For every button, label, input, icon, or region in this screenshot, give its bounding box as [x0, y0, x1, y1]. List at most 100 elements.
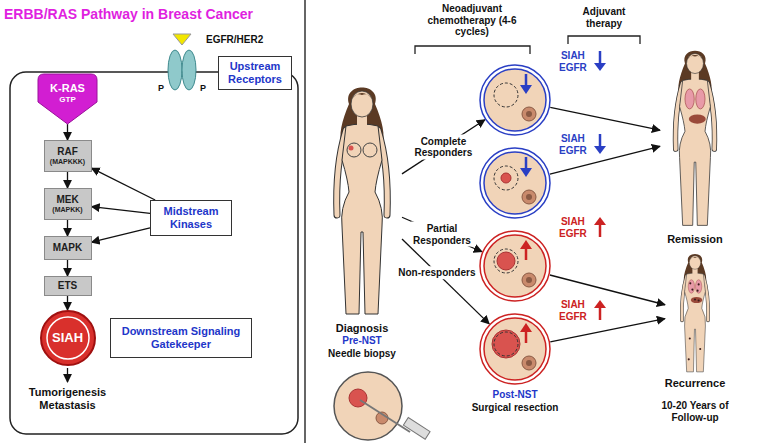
breast-section-shape	[479, 313, 551, 385]
node-text: MAPK	[53, 242, 82, 254]
nipple	[526, 360, 532, 366]
nipple	[522, 273, 536, 287]
body	[342, 124, 383, 314]
nipple	[522, 190, 536, 204]
breast-section: SIAH EGFR	[479, 230, 551, 302]
nipple	[526, 277, 532, 283]
node-text: (MAPKK)	[52, 206, 82, 214]
lung	[696, 280, 702, 294]
phase-label: Neoadjuvant chemotherapy (4-6 cycles)	[427, 3, 517, 38]
patient-figure-shape	[660, 45, 730, 230]
callout-box: Downstream Signaling Gatekeeper	[110, 318, 252, 358]
trend-arrow	[594, 146, 606, 154]
connector-arrow	[402, 120, 485, 174]
output-arrow	[67, 368, 68, 382]
nipple	[522, 356, 536, 370]
metastasis	[698, 299, 700, 301]
tumor	[349, 389, 367, 407]
body	[679, 79, 710, 225]
kras-protein: K-RASGTP	[38, 74, 97, 124]
metastasis	[698, 283, 700, 285]
metastasis	[688, 358, 690, 360]
connector-arrow	[550, 319, 665, 342]
node-text: Pre-NST	[342, 335, 381, 347]
node-text: Upstream Receptors	[222, 60, 288, 85]
node-text: GTP	[59, 95, 75, 104]
connector-arrow	[67, 172, 68, 188]
node-text: ETS	[58, 280, 77, 292]
phase-bracket	[415, 46, 530, 54]
metastasis	[689, 282, 691, 284]
connector-arrow	[402, 239, 489, 324]
lung	[685, 89, 694, 109]
nipple	[526, 111, 532, 117]
hair	[687, 55, 704, 60]
edge-label: Non-responders	[396, 266, 477, 280]
node-text: Midstream Kinases	[154, 205, 228, 230]
connector-arrow	[402, 217, 482, 251]
nipple	[522, 107, 536, 121]
node-text: Needle biopsy	[328, 348, 396, 360]
breast-section-shape	[479, 147, 551, 219]
connector-arrow	[67, 296, 68, 310]
trend-arrow	[599, 224, 602, 237]
phospho-mark: P	[158, 83, 164, 93]
node-text: K-RAS	[50, 82, 85, 95]
section-ring	[484, 152, 546, 214]
trend-arrow	[594, 63, 606, 71]
body	[684, 273, 705, 372]
trend-arrow	[525, 248, 528, 260]
node-text: SIAH EGFR	[559, 216, 587, 239]
node-text: SIAH EGFR	[559, 299, 587, 322]
connector-arrow	[92, 207, 151, 214]
hair	[351, 93, 373, 100]
biopsy-needle	[360, 400, 410, 432]
trend-arrow	[594, 217, 606, 225]
face	[351, 91, 373, 117]
tumor-bed	[494, 166, 518, 190]
lung	[688, 280, 694, 294]
section-ring	[484, 69, 546, 131]
patient-figure: Recurrence	[665, 250, 725, 375]
panel-divider	[304, 0, 306, 443]
liver	[691, 297, 702, 303]
patient-figure-shape	[322, 80, 402, 320]
phospho-mark: P	[200, 83, 206, 93]
section-ring	[480, 65, 550, 135]
receptor-dimer-shape	[166, 34, 198, 98]
breast	[363, 143, 377, 157]
siah-circle: SIAH	[40, 310, 96, 366]
metastasis	[691, 289, 693, 291]
breast-section-shape	[479, 64, 551, 136]
hair	[689, 257, 700, 261]
face	[687, 53, 704, 73]
node-text: Recurrence	[665, 377, 726, 390]
connector-arrow	[67, 220, 68, 236]
receptor-dimer: EGFR/HER2	[166, 34, 198, 98]
section-ring	[480, 148, 550, 218]
connector-arrow	[67, 124, 68, 140]
node-text: Remission	[667, 233, 723, 246]
callout-box: Upstream Receptors	[218, 56, 292, 90]
tumor-bed	[494, 332, 518, 356]
trend-arrow	[525, 157, 528, 169]
tumor-bed	[494, 83, 518, 107]
breast-section: SIAH EGFR	[479, 313, 551, 385]
tumor	[497, 252, 515, 270]
tumor-bed	[494, 249, 518, 273]
connector-arrow	[67, 260, 68, 276]
patient-figure: Remission	[660, 45, 730, 230]
receptor-monomer	[168, 50, 182, 90]
node-text: SIAH EGFR	[559, 50, 587, 73]
connector-arrow	[92, 168, 156, 200]
breast-section: SIAH EGFR	[479, 147, 551, 219]
tumor	[501, 173, 511, 183]
trend-arrow	[594, 300, 606, 308]
metastasis	[694, 298, 696, 300]
node-text: SIAH EGFR	[559, 133, 587, 156]
receptor-monomer	[182, 50, 196, 90]
connector-arrow	[92, 228, 151, 242]
node-text: EGFR/HER2	[206, 34, 263, 46]
section-ring	[480, 231, 550, 301]
